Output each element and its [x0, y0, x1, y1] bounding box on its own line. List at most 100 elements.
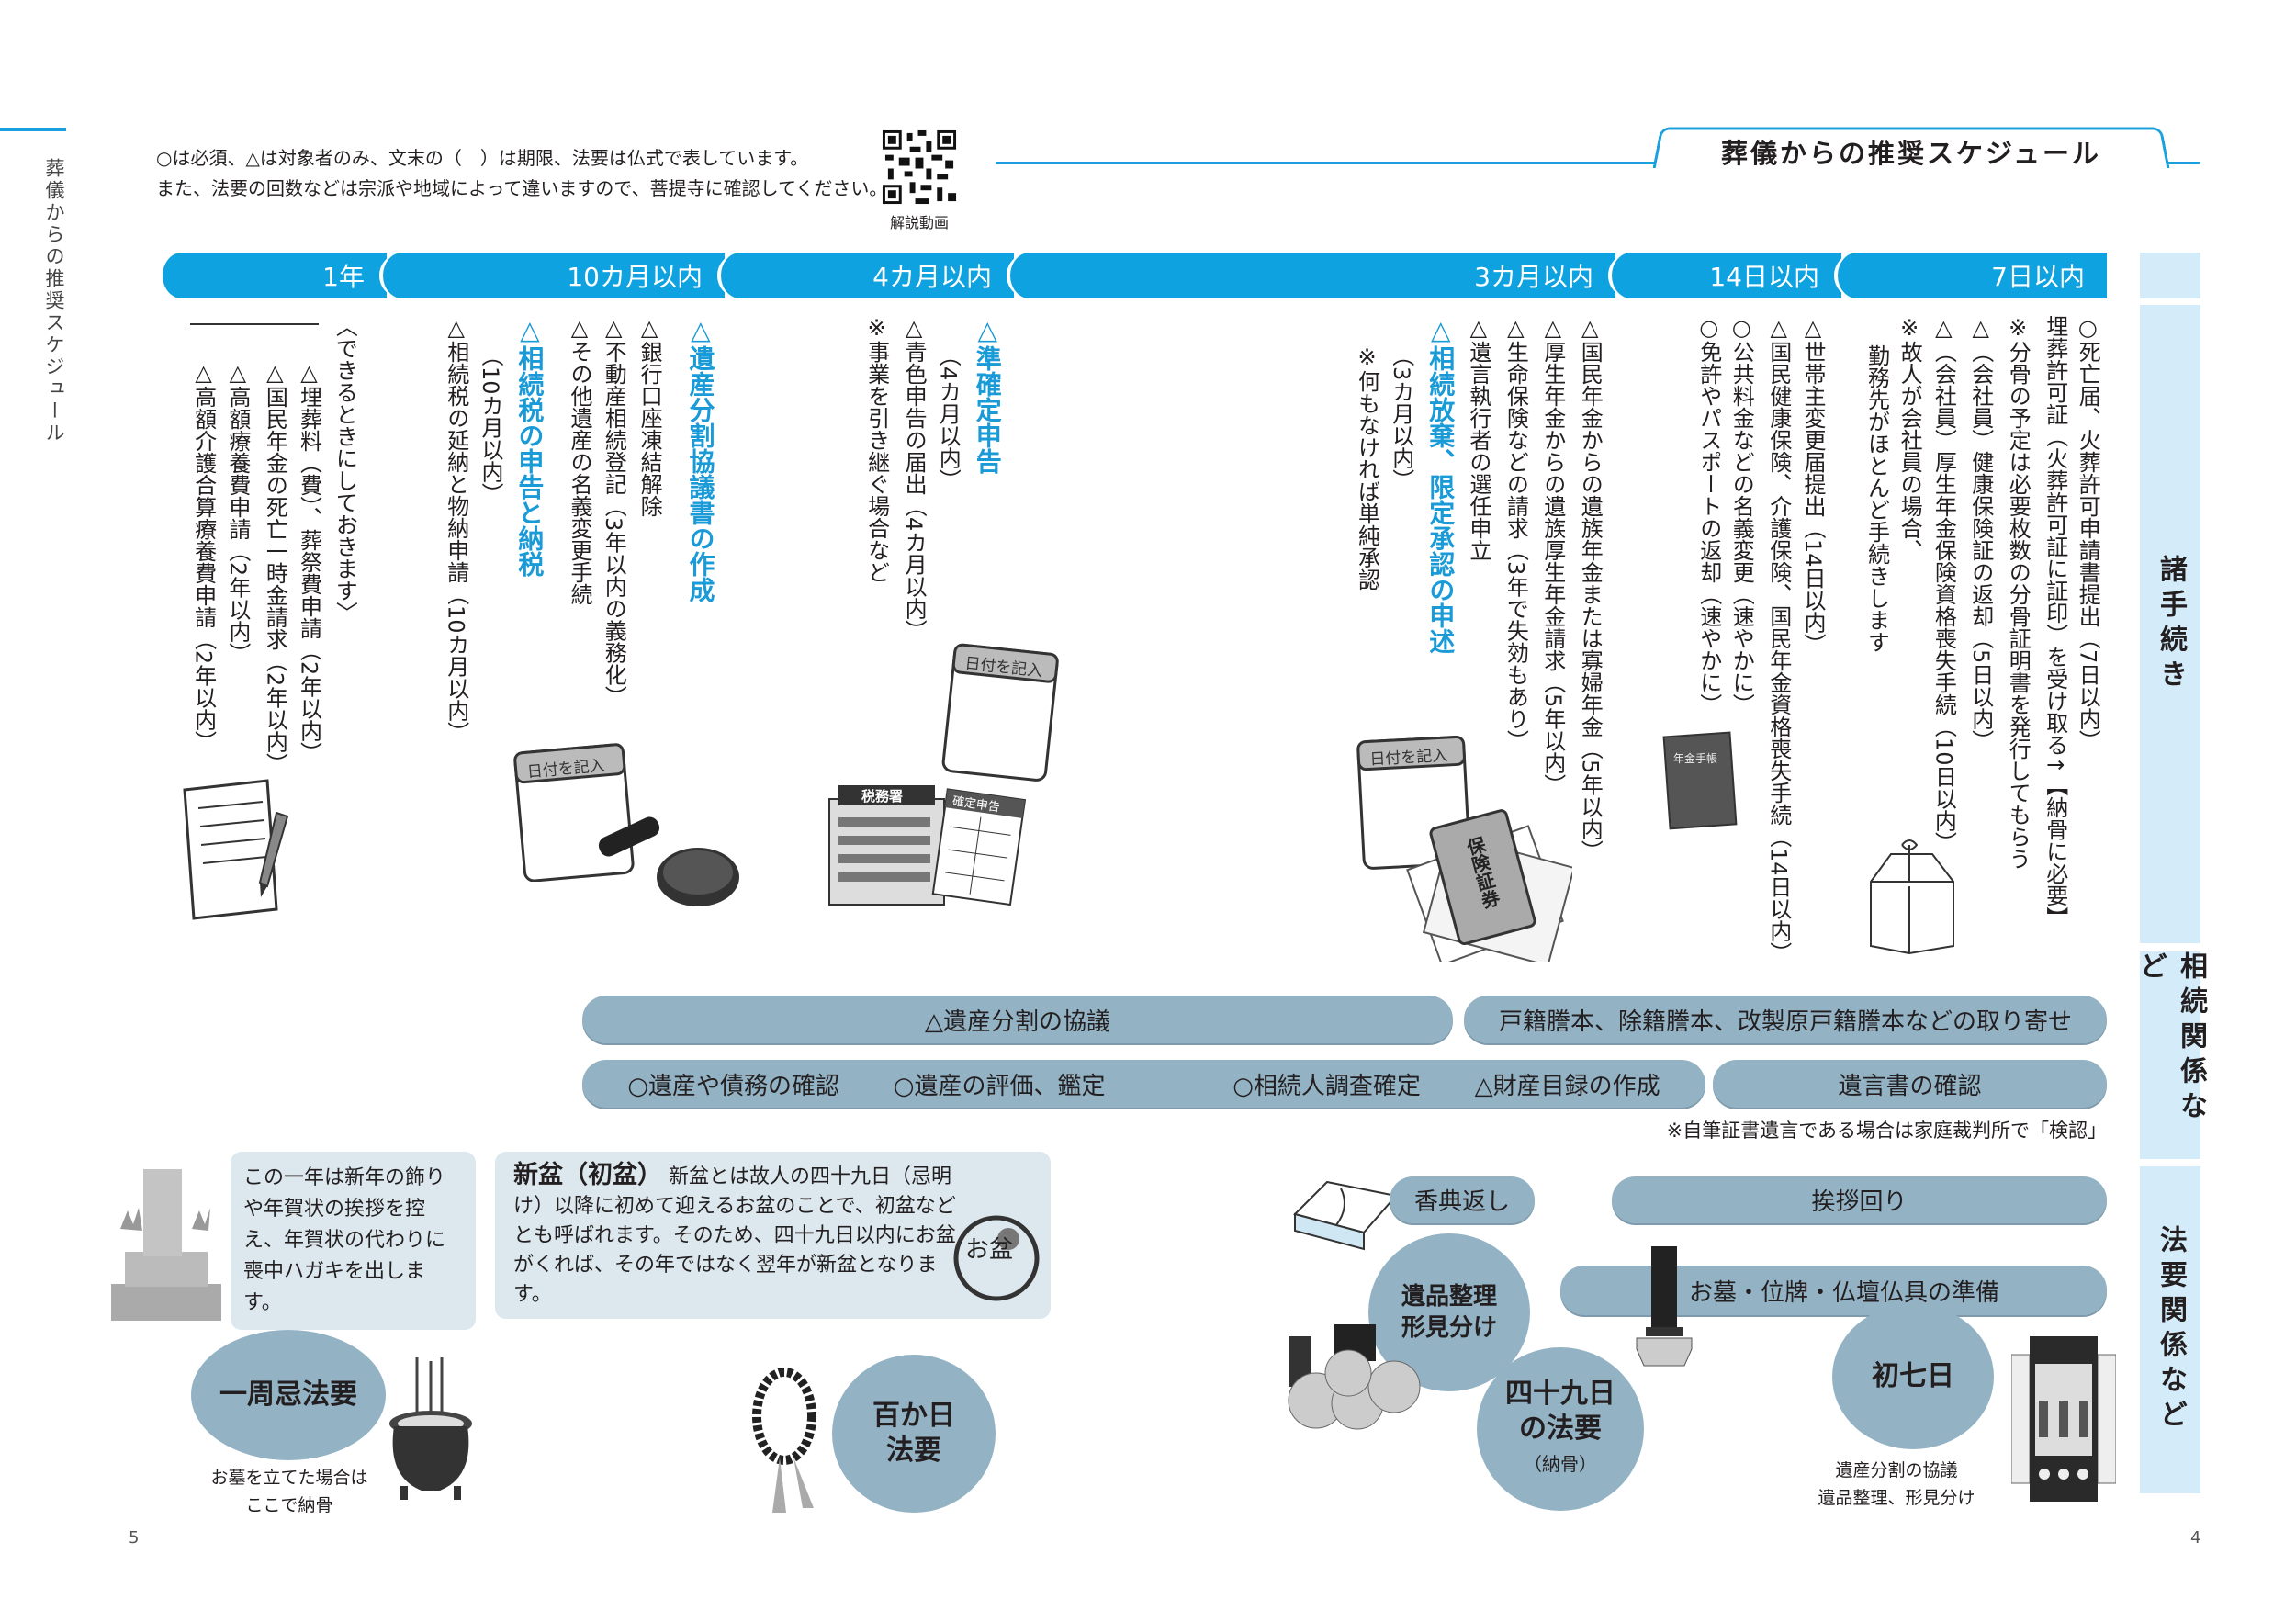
category-memorial: 法要関係など [2140, 1166, 2200, 1493]
procedure-item: （3カ月以内） [1388, 344, 1414, 491]
procedure-item: △その他遺産の名義変更手続 [567, 315, 593, 606]
procedure-item: △厚生年金からの遺族厚生年金請求（5年以内） [1539, 315, 1566, 796]
procedure-item: △相続税の延納と物納申請（10カ月以内） [443, 315, 469, 744]
category-label: 法要関係など [2155, 1225, 2187, 1435]
gift-box-icon [1293, 1180, 1398, 1251]
qr-code[interactable] [880, 128, 959, 207]
item-asset-valuation: ○遺産の評価、鑑定 [893, 1072, 1106, 1100]
seal-stamp-icon [598, 816, 739, 906]
procedure-item: △高額療養費申請（2年以内） [224, 359, 251, 664]
side-accent-line [0, 128, 66, 131]
timeline-10-months: 10カ月以内 [379, 253, 725, 298]
will-footnote: ※自筆証書遺言である場合は家庭裁判所で「検認」 [1666, 1120, 2107, 1142]
tax-return-label: 確定申告 [951, 794, 1001, 815]
bar-will-confirmation: 遺言書の確認 [1713, 1060, 2107, 1108]
memorial-label: 四十九日 [1505, 1378, 1615, 1410]
procedure-item: △青色申告の届出（4カ月以内） [901, 315, 928, 642]
seventh-day-caption: 遺産分割の協議 遺品整理、形見分け [1782, 1457, 2011, 1512]
item-asset-inventory: △財産目録の作成 [1474, 1072, 1660, 1100]
calendar-icon: 日付を記入 [941, 643, 1059, 782]
memorial-label: 一周忌法要 [219, 1379, 357, 1411]
title-rule [996, 162, 2200, 164]
procedure-item: （10カ月以内） [477, 344, 503, 505]
niibon-title: 新盆（初盆） [513, 1161, 662, 1189]
procedure-item: （4カ月以内） [935, 344, 962, 491]
memorial-label: 遺品整理 [1401, 1283, 1497, 1311]
procedure-item: 埋葬許可証（火葬許可証に証印）を受け取る↑【納骨に必要】 [2042, 315, 2068, 929]
obon-mark-icon: お盆 [953, 1215, 1040, 1301]
category-label: 相続関係など [2134, 951, 2207, 1126]
niibon-text: 新盆とは故人の四十九日（忌明け）以降に初めて迎えるお盆のことで、初盆などとも呼ば… [513, 1165, 956, 1306]
procedure-item: △生命保険などの請求（3年で失効もあり） [1503, 315, 1529, 752]
timeline-4-months: 4カ月以内 [717, 253, 1014, 298]
procedure-item: ○死亡届、火葬許可申請書提出（7日以内） [2075, 315, 2101, 752]
procedure-heading: △相続放棄、限定承認の申述 [1425, 315, 1457, 655]
caption-line: お墓を立てた場合は [210, 1468, 368, 1488]
procedure-heading: △準確定申告 [972, 315, 1003, 475]
procedure-item: ○公共料金などの名義変更（速やかに） [1728, 315, 1755, 716]
side-title: 葬儀からの推奨スケジュール [43, 158, 65, 445]
category-label: 諸手続き [2155, 554, 2187, 694]
buddhist-altar-icon [2011, 1336, 2116, 1502]
procedure-item: ※分骨の予定は必要枚数の分骨証明書を発行してもらう [2005, 315, 2032, 871]
category-procedures: 諸手続き [2140, 305, 2200, 943]
caption-line: 遺品整理、形見分け [1818, 1488, 1975, 1508]
urn-box-icon [1870, 839, 1954, 955]
category-header [2140, 253, 2200, 298]
page-number-right: 4 [2190, 1528, 2201, 1548]
memorial-label: 初七日 [1872, 1360, 1954, 1392]
procedure-item: △（会社員）厚生年金保険資格喪失手続（10日以内） [1930, 315, 1957, 854]
procedure-item: △国民年金の死亡一時金請求（2年以内） [262, 359, 288, 774]
procedure-heading: △遺産分割協議書の作成 [685, 315, 716, 603]
legend-notes: ○は必須、△は対象者のみ、文末の（ ）は期限、法要は仏式で表しています。 また、… [156, 143, 887, 204]
caption-line: 遺産分割の協議 [1835, 1460, 1958, 1480]
incense-burner-icon [389, 1357, 472, 1500]
memorial-sublabel: （納骨） [1524, 1453, 1597, 1475]
timeline-14-days: 14日以内 [1608, 253, 1841, 298]
page-number-left: 5 [129, 1528, 140, 1548]
timeline-3-months: 3カ月以内 [1007, 253, 1615, 298]
item-confirm-assets-debts: ○遺産や債務の確認 [627, 1072, 840, 1100]
procedure-item: △（会社員）健康保険証の返却（5日以内） [1967, 315, 1994, 752]
procedure-item: 〈できるときにしておきます〉 [332, 315, 358, 625]
procedure-item: ※何もなければ単純承認 [1354, 344, 1380, 591]
memorial-label: 形見分け [1401, 1314, 1497, 1342]
memorial-label: の法要 [1519, 1413, 1602, 1445]
procedure-heading: △相続税の申告と納税 [514, 315, 546, 578]
bar-koden-gaeshi: 香典返し [1390, 1176, 1535, 1223]
procedure-item: △国民健康保険、介護保険、国民年金資格喪失手続（14日以内） [1765, 315, 1792, 964]
prayer-beads-icon [752, 1368, 816, 1513]
procedure-item: △世帯主変更届提出（14日以内） [1799, 315, 1826, 656]
category-inheritance: 相続関係など [2134, 951, 2207, 1159]
legend-note-2: また、法要の回数などは宗派や地域によって違いますので、菩提寺に確認してください。 [156, 177, 888, 199]
procedure-item: △埋葬料（費）、葬祭費申請（2年以内） [296, 359, 322, 763]
memorial-label: 法要 [886, 1435, 941, 1467]
procedure-item: △高額介護合算療養費申請（2年以内） [190, 359, 217, 752]
gravestone-icon [111, 1169, 221, 1321]
caption-line: ここで納骨 [245, 1495, 333, 1515]
item-heir-confirmation: ○相続人調査確定 [1232, 1072, 1421, 1100]
calendar-label: 日付を記入 [1369, 747, 1448, 769]
document-pen-icon [183, 779, 289, 920]
procedure-item: △国民年金からの遺族年金または寡婦年金（5年以内） [1577, 315, 1604, 862]
seventh-day-memorial: 初七日 [1832, 1304, 1994, 1449]
pension-book-label: 年金手帳 [1673, 751, 1717, 765]
procedure-item: ※事業を引き継ぐ場合など [863, 315, 890, 584]
procedure-item: △遺言執行者の選任申立 [1465, 315, 1491, 562]
hundredth-day-memorial: 百か日 法要 [832, 1355, 996, 1513]
page-title: 葬儀からの推奨スケジュール [1721, 138, 2101, 169]
belongings-bags-icon [1288, 1324, 1421, 1430]
bar-estate-investigation: ○遺産や債務の確認 ○遺産の評価、鑑定 ○相続人調査確定 △財産目録の作成 [582, 1060, 1705, 1108]
timeline-1-year: 1年 [159, 253, 387, 298]
tax-office-icon: 税務署 確定申告 [828, 785, 1027, 906]
timeline-7-days: 7日以内 [1834, 253, 2107, 298]
bar-estate-division-discussion: △遺産分割の協議 [582, 996, 1453, 1043]
forty-ninth-day-memorial: 四十九日 の法要 （納骨） [1477, 1347, 1644, 1511]
procedure-item: △銀行口座凍結解除 [636, 315, 663, 518]
bar-greeting-visits: 挨拶回り [1612, 1176, 2107, 1223]
obon-label: お盆 [965, 1236, 1013, 1264]
insurance-certificate-icon: 保険証券 [1406, 809, 1572, 962]
memorial-tablet-icon [1636, 1246, 1693, 1367]
memorial-label: 百か日 [872, 1400, 955, 1432]
legend-note-1: ○は必須、△は対象者のみ、文末の（ ）は期限、法要は仏式で表しています。 [156, 147, 809, 169]
